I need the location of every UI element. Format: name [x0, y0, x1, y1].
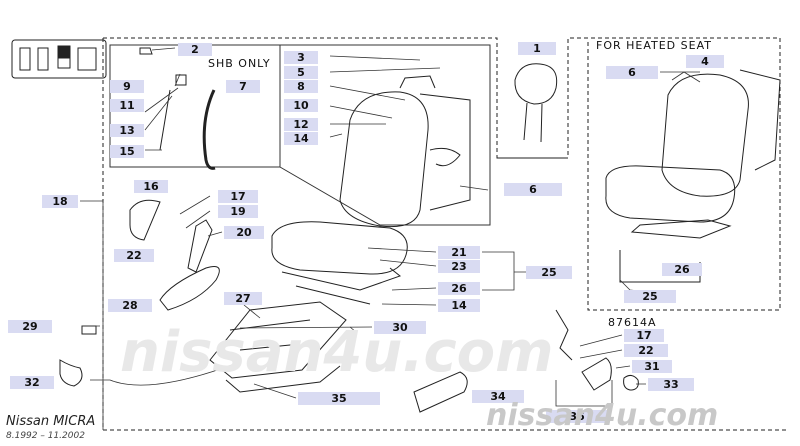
- headrest-drawing: [514, 63, 558, 143]
- callout-2[interactable]: 2: [178, 43, 212, 56]
- callout-29[interactable]: 29: [8, 320, 52, 333]
- callout-28[interactable]: 28: [108, 299, 152, 312]
- callout-23[interactable]: 23: [438, 260, 480, 273]
- callout-12[interactable]: 12: [284, 118, 318, 131]
- production-dates: 8.1992 – 11.2002: [6, 431, 85, 441]
- callout-32[interactable]: 32: [10, 376, 54, 389]
- callout-21[interactable]: 21: [438, 246, 480, 259]
- callout-14a[interactable]: 14: [284, 132, 318, 145]
- callout-17a[interactable]: 17: [218, 190, 258, 203]
- callout-5[interactable]: 5: [284, 66, 318, 79]
- callout-7[interactable]: 7: [226, 80, 260, 93]
- watermark-center: nissan4u.com: [120, 320, 554, 385]
- callout-3[interactable]: 3: [284, 51, 318, 64]
- callout-20[interactable]: 20: [224, 226, 264, 239]
- callout-36[interactable]: 36: [546, 410, 608, 423]
- shb-only-note: SHB ONLY: [208, 57, 271, 70]
- heated-seat-drawing: [605, 69, 781, 283]
- callout-4[interactable]: 4: [686, 55, 724, 68]
- part-number-87614a: 87614A: [608, 316, 657, 329]
- callout-31[interactable]: 31: [632, 360, 672, 373]
- callout-14b[interactable]: 14: [438, 299, 480, 312]
- callout-25b[interactable]: 25: [624, 290, 676, 303]
- heated-seat-note: FOR HEATED SEAT: [596, 39, 712, 52]
- watermark-corner: nissan4u.com: [486, 398, 719, 433]
- callout-30[interactable]: 30: [374, 321, 426, 334]
- callout-11[interactable]: 11: [110, 99, 144, 112]
- vehicle-seat-icon: [11, 39, 107, 79]
- callout-6a[interactable]: 6: [606, 66, 658, 79]
- callout-26[interactable]: 26: [438, 282, 480, 295]
- callout-34[interactable]: 34: [472, 390, 524, 403]
- callout-35[interactable]: 35: [298, 392, 380, 405]
- callout-8[interactable]: 8: [284, 80, 318, 93]
- callout-6b[interactable]: 6: [504, 183, 562, 196]
- callout-1[interactable]: 1: [518, 42, 556, 55]
- seatback-drawing: [339, 75, 471, 228]
- callout-17b[interactable]: 17: [624, 329, 664, 342]
- callout-33[interactable]: 33: [648, 378, 694, 391]
- callout-16[interactable]: 16: [134, 180, 168, 193]
- callout-24[interactable]: 26: [662, 263, 702, 276]
- callout-19[interactable]: 19: [218, 205, 258, 218]
- model-name: Nissan MICRA: [6, 414, 96, 429]
- callout-10[interactable]: 10: [284, 99, 318, 112]
- callout-9[interactable]: 9: [110, 80, 144, 93]
- callout-22a[interactable]: 22: [114, 249, 154, 262]
- callout-18[interactable]: 18: [42, 195, 78, 208]
- callout-13[interactable]: 13: [110, 124, 144, 137]
- callout-27[interactable]: 27: [224, 292, 262, 305]
- callout-15[interactable]: 15: [110, 145, 144, 158]
- callout-22b[interactable]: 22: [624, 344, 668, 357]
- cushion-drawing: [271, 221, 408, 305]
- callout-25a[interactable]: 25: [526, 266, 572, 279]
